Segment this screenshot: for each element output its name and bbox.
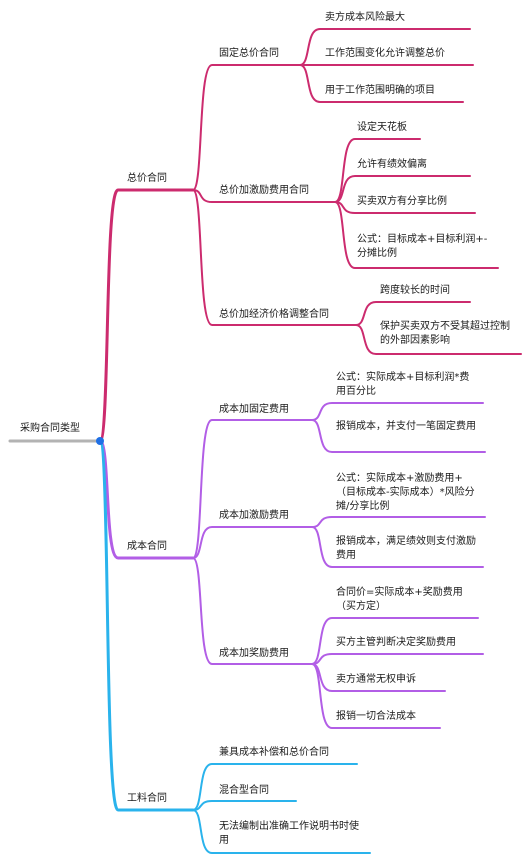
leaf[interactable]: 允许有绩效偏离 (357, 159, 427, 170)
topic-connector-6 (192, 763, 358, 811)
topic-fpif[interactable]: 总价加激励费用合同 (219, 185, 309, 196)
topic-cpaf[interactable]: 成本加奖励费用 (219, 648, 289, 659)
topic-connector-5 (192, 557, 313, 665)
branch-connector-0 (98, 188, 195, 443)
leaf[interactable]: 报销一切合法成本 (336, 711, 416, 722)
branch-time-and-material[interactable]: 工料合同 (127, 793, 167, 804)
topic-ffp[interactable]: 固定总价合同 (219, 48, 279, 59)
leaf[interactable]: 设定天花板 (357, 122, 407, 133)
leaf-connector-3 (334, 138, 421, 203)
leaf-connector-4 (334, 175, 471, 203)
topic-connector-8 (192, 809, 371, 854)
branch-connector-2 (98, 439, 195, 812)
leaf[interactable]: 报销成本，满足绩效则支付激励费用 (336, 536, 476, 561)
leaf[interactable]: 买方主管判断决定奖励费用 (336, 637, 456, 648)
topic-connector-0 (192, 64, 301, 191)
leaf[interactable]: 报销成本，并支付一笔固定费用 (336, 421, 476, 432)
leaf[interactable]: 公式：目标成本+目标利润+-分摊比例 (357, 234, 488, 259)
branch-fixed-price[interactable]: 总价合同 (127, 173, 167, 184)
leaf-connector-16 (311, 663, 441, 729)
leaf[interactable]: 兼具成本补偿和总价合同 (219, 747, 329, 758)
root-topic[interactable]: 采购合同类型 (20, 423, 80, 434)
leaf[interactable]: 公式：实际成本+目标利润*费用百分比 (336, 372, 470, 397)
leaf-connector-13 (311, 617, 479, 665)
leaf[interactable]: 混合型合同 (219, 785, 269, 796)
leaf[interactable]: 工作范围变化允许调整总价 (325, 48, 445, 59)
leaf[interactable]: 公式：实际成本+激励费用+（目标成本-实际成本）*风险分摊/分享比例 (336, 473, 475, 512)
topic-cpif[interactable]: 成本加激励费用 (219, 510, 289, 521)
topic-fpepa[interactable]: 总价加经济价格调整合同 (219, 309, 329, 320)
root-node-dot (96, 437, 104, 445)
leaf[interactable]: 无法编制出准确工作说明书时使用 (219, 821, 359, 846)
leaf-connector-6 (334, 201, 499, 269)
leaf[interactable]: 买卖双方有分享比例 (357, 196, 447, 207)
leaf-connector-8 (355, 324, 522, 355)
topic-connector-3 (192, 419, 313, 559)
leaf-connector-14 (311, 653, 484, 665)
topic-connector-1 (192, 189, 336, 203)
topic-connector-7 (192, 800, 297, 811)
leaf[interactable]: 用于工作范围明确的项目 (325, 85, 435, 96)
leaf[interactable]: 合同价=实际成本+奖励费用（买方定） (336, 587, 463, 612)
leaf-connector-9 (311, 402, 484, 421)
topic-cpff[interactable]: 成本加固定费用 (219, 404, 289, 415)
leaf-connector-11 (311, 516, 486, 528)
branch-cost-reimbursable[interactable]: 成本合同 (127, 541, 167, 552)
leaf-connector-12 (311, 526, 484, 568)
leaf[interactable]: 保护买卖双方不受其超过控制的外部因素影响 (380, 321, 510, 346)
leaf[interactable]: 卖方通常无权申诉 (336, 674, 416, 685)
topic-connector-2 (192, 189, 357, 326)
leaf[interactable]: 跨度较长的时间 (380, 285, 450, 296)
leaf-connector-0 (299, 28, 471, 66)
leaf-connector-7 (355, 301, 471, 326)
leaf-connector-10 (311, 419, 486, 453)
leaf-connector-2 (299, 64, 464, 103)
leaf[interactable]: 卖方成本风险最大 (325, 12, 405, 23)
topic-connector-4 (192, 526, 313, 559)
